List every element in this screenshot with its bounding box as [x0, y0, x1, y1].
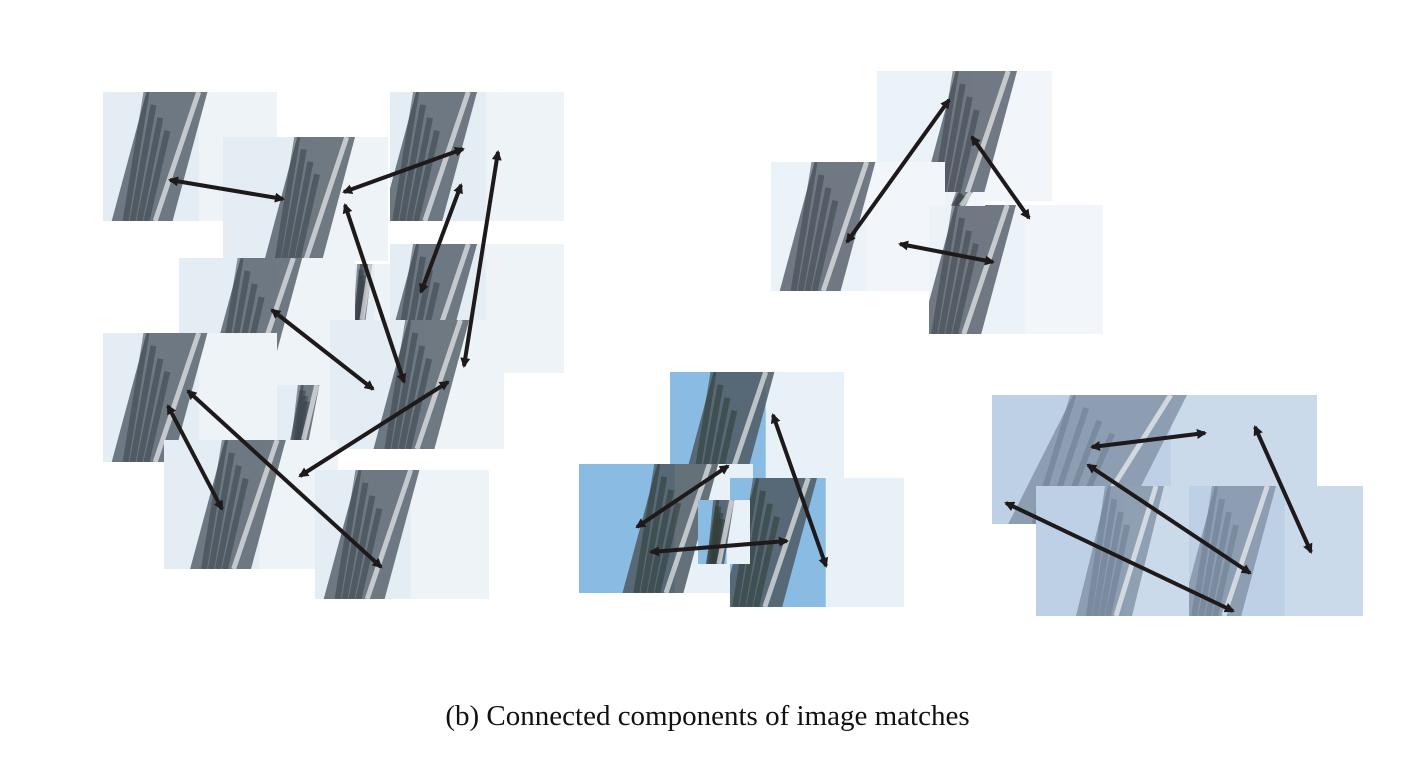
match-arrow	[1253, 425, 1313, 554]
match-arrow	[270, 308, 375, 391]
match-photo	[945, 192, 985, 206]
figure-caption: (b) Connected components of image matche…	[445, 700, 970, 732]
match-photo	[698, 500, 750, 564]
match-arrow	[970, 135, 1031, 220]
match-arrow	[342, 147, 465, 194]
match-arrow	[1090, 429, 1207, 451]
match-arrow	[168, 176, 285, 203]
match-arrow	[1086, 463, 1252, 575]
match-photo	[330, 320, 504, 449]
match-photo	[1189, 486, 1363, 616]
component-bottom-middle	[579, 372, 904, 607]
match-photo	[277, 385, 330, 440]
match-arrow	[460, 150, 502, 368]
match-arrow	[845, 98, 951, 244]
match-arrow	[898, 240, 995, 266]
match-arrow	[186, 389, 383, 569]
match-photo	[355, 264, 390, 320]
component-top-right	[771, 71, 1103, 334]
component-bottom-right	[992, 395, 1363, 616]
match-arrow	[635, 464, 730, 529]
match-photo	[929, 205, 1103, 334]
match-arrow	[342, 203, 407, 384]
match-arrow	[419, 183, 463, 294]
match-photo	[1036, 486, 1196, 616]
match-photo	[390, 92, 564, 221]
component-left	[103, 92, 564, 599]
match-photo	[315, 470, 489, 599]
match-photo	[223, 137, 388, 261]
match-arrow	[770, 413, 829, 568]
match-arrow	[649, 536, 789, 557]
